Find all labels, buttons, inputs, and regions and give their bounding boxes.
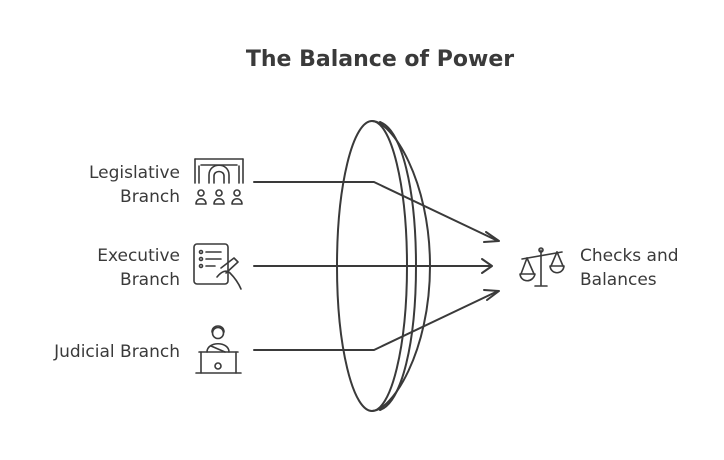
legislative-label-line2: Branch: [120, 187, 180, 207]
diagram-title: The Balance of Power: [246, 47, 514, 72]
scales-icon: [519, 247, 565, 287]
output-label-line2: Balances: [580, 270, 657, 290]
judicial-branch-label: Judicial Branch: [53, 342, 180, 362]
legislative-label-line1: Legislative: [89, 163, 180, 183]
capitol-building-icon: [194, 158, 244, 205]
executive-label-line2: Branch: [120, 270, 180, 290]
checks-and-balances-label: Checks and Balances: [580, 246, 679, 290]
connector-legislative: [253, 181, 500, 243]
executive-branch-label: Executive Branch: [97, 246, 180, 290]
connector-judicial: [253, 289, 500, 351]
executive-label-line1: Executive: [97, 246, 180, 266]
document-signing-icon: [193, 243, 242, 290]
judge-podium-icon: [195, 325, 242, 374]
output-label-line1: Checks and: [580, 246, 679, 266]
legislative-branch-label: Legislative Branch: [89, 163, 180, 207]
connector-executive: [253, 258, 493, 274]
